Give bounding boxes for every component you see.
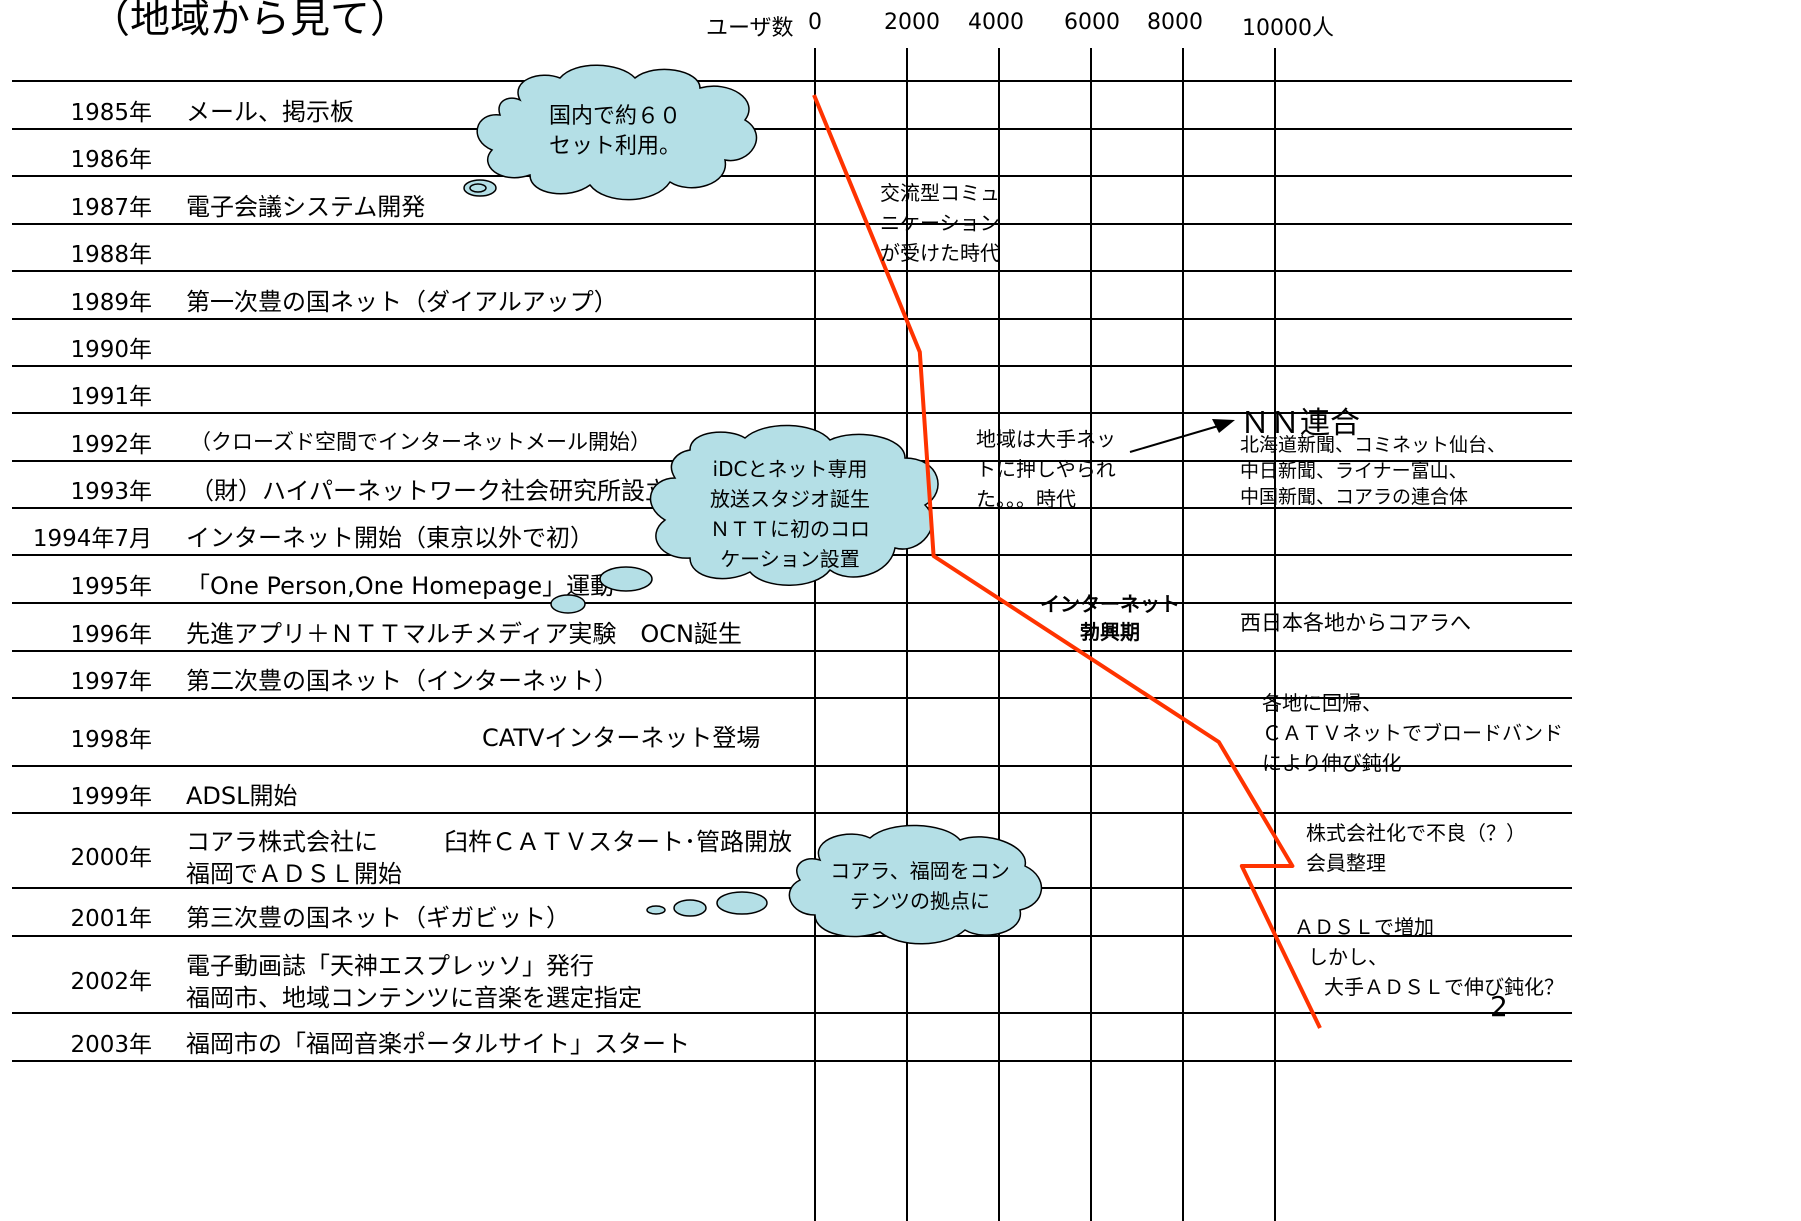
row-divider [12,175,1572,177]
event-text: 福岡でＡＤＳＬ開始 [186,860,402,888]
year-label: 1993年 [70,479,152,505]
grid-line [1274,48,1276,1221]
year-label: 1999年 [70,784,152,810]
year-label: 1996年 [70,622,152,648]
grid-line [998,48,1000,1221]
thought-bubble [550,594,586,614]
year-label: 1989年 [70,290,152,316]
annotation: 各地に回帰、ＣＡＴＶネットでブロードバンドにより伸び鈍化 [1262,691,1563,775]
year-label: 2002年 [70,969,152,995]
row-divider [12,765,1572,767]
row-divider [12,318,1572,320]
event-text: 電子会議システム開発 [186,193,426,221]
thought-cloud-shape [649,424,939,586]
thought-bubble [469,183,487,193]
event-text: CATVインターネット登場 [482,724,761,752]
row-divider [12,223,1572,225]
year-label: 1998年 [70,727,152,753]
year-label: 2000年 [70,845,152,871]
row-divider [12,1012,1572,1014]
event-text: 「One Person,One Homepage」運動 [186,572,615,600]
axis-tick: 0 [808,10,822,35]
nn-title: ＮＮ連合 [1240,406,1360,441]
annotation: ＡＤＳＬで増加 しかし、 大手ＡＤＳＬで伸び鈍化？ [1294,915,1564,999]
year-label: 1997年 [70,669,152,695]
axis-tick: 4000 [968,10,1024,35]
event-text: コアラ株式会社に [186,828,378,856]
row-divider [12,935,1572,937]
axis-tick: 8000 [1147,10,1203,35]
row-divider [12,270,1572,272]
row-divider [12,602,1572,604]
slide-title: （地域から見て） [90,0,410,42]
annotation: 北海道新聞、コミネット仙台、中日新聞、ライナー富山、中国新聞、コアラの連合体 [1240,434,1507,508]
year-label: 1994年7月 [32,526,152,552]
year-label: 1995年 [70,574,152,600]
thought-cloud-shape [788,824,1043,945]
grid-line [814,48,816,1221]
thought-cloud-shape [476,64,758,201]
axis-tick: 2000 [884,10,940,35]
event-text: 先進アプリ＋ＮＴＴマルチメディア実験 OCN誕生 [186,620,742,648]
event-text: 第一次豊の国ネット（ダイアルアップ） [186,288,618,316]
row-divider [12,812,1572,814]
row-divider [12,650,1572,652]
grid-line [1182,48,1184,1221]
row-divider [12,80,1572,82]
event-text: 第三次豊の国ネット（ギガビット） [186,904,570,932]
axis-label: ユーザ数 [706,16,794,41]
event-text: 福岡市の「福岡音楽ポータルサイト」スタート [186,1030,690,1058]
annotation: 交流型コミュニケーションが受けた時代 [880,181,1000,265]
year-label: 1987年 [70,195,152,221]
event-text: 電子動画誌「天神エスプレッソ」発行 [186,952,594,980]
annotation: 西日本各地からコアラへ [1240,611,1471,635]
axis-tick: 6000 [1064,10,1120,35]
event-text: ADSL開始 [186,782,298,810]
page-number: 2 [1490,990,1508,1023]
year-label: 1986年 [70,147,152,173]
user-trend-line [812,94,1322,1029]
axis-tick: 10000人 [1242,16,1334,41]
year-label: 1985年 [70,100,152,126]
grid-line [906,48,908,1221]
event-text: （クローズド空間でインターネットメール開始） [190,430,651,454]
event-text: インターネット開始（東京以外で初） [186,524,594,552]
row-divider [12,697,1572,699]
event-text: メール、掲示板 [186,98,354,126]
thought-bubble [646,905,666,915]
year-label: 2001年 [70,906,152,932]
row-divider [12,412,1572,414]
thought-bubble [673,899,707,917]
event-text: 福岡市、地域コンテンツに音楽を選定指定 [186,984,642,1012]
event-text: 第二次豊の国ネット（インターネット） [186,667,618,695]
annotation: 株式会社化で不良（？）会員整理 [1306,821,1526,875]
grid-line [1090,48,1092,1221]
year-label: 1992年 [70,432,152,458]
event-text: 臼杵ＣＡＴＶスタート･管路開放 [444,828,792,856]
annotation: 地域は大手ネットに押しやられた。。。時代 [976,427,1116,511]
year-label: 1988年 [70,242,152,268]
year-label: 1991年 [70,384,152,410]
cloud-text: コアラ、福岡をコンテンツの拠点に [830,859,1010,913]
row-divider [12,365,1572,367]
event-text: （財）ハイパーネットワーク社会研究所設立 [190,477,670,505]
annotation: インターネット勃興期 [1040,592,1180,644]
year-label: 2003年 [70,1032,152,1058]
year-label: 1990年 [70,337,152,363]
row-divider [12,1060,1572,1062]
thought-bubble [599,566,653,592]
arrow-head [1212,419,1235,433]
annotation-arrow [1129,423,1226,453]
thought-bubble [716,891,768,915]
row-divider [12,128,1572,130]
